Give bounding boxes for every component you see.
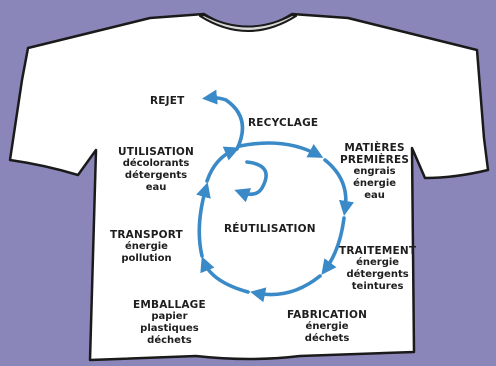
arrow-to-traitement	[323, 158, 354, 216]
arrow-recyclage-to-rejet	[201, 89, 245, 151]
arrow-to-emballage	[250, 274, 322, 303]
label-matieres-premieres: MATIÈRES PREMIÈRES engrais énergie eau	[340, 142, 410, 201]
arrow-to-matieres	[238, 141, 324, 158]
label-fabrication: FABRICATION énergie déchets	[287, 309, 368, 344]
arrow-to-fabrication	[321, 216, 346, 275]
label-traitement: TRAITEMENT énergie détergents teintures	[339, 245, 417, 292]
label-reutilisation: RÉUTILISATION	[224, 223, 316, 235]
arrow-to-utilisation	[196, 182, 211, 258]
arrow-to-recyclage	[205, 146, 240, 183]
label-rejet: REJET	[150, 95, 185, 107]
label-recyclage: RECYCLAGE	[248, 117, 319, 129]
label-transport: TRANSPORT énergie pollution	[110, 229, 183, 264]
label-utilisation: UTILISATION décolorants détergents eau	[118, 146, 195, 193]
tshirt-collar	[199, 14, 297, 32]
arrow-to-transport	[200, 256, 250, 294]
arrow-reutilisation-loop	[234, 160, 268, 203]
label-emballage: EMBALLAGE papier plastiques déchets	[133, 299, 206, 346]
tshirt-shape	[8, 12, 490, 362]
